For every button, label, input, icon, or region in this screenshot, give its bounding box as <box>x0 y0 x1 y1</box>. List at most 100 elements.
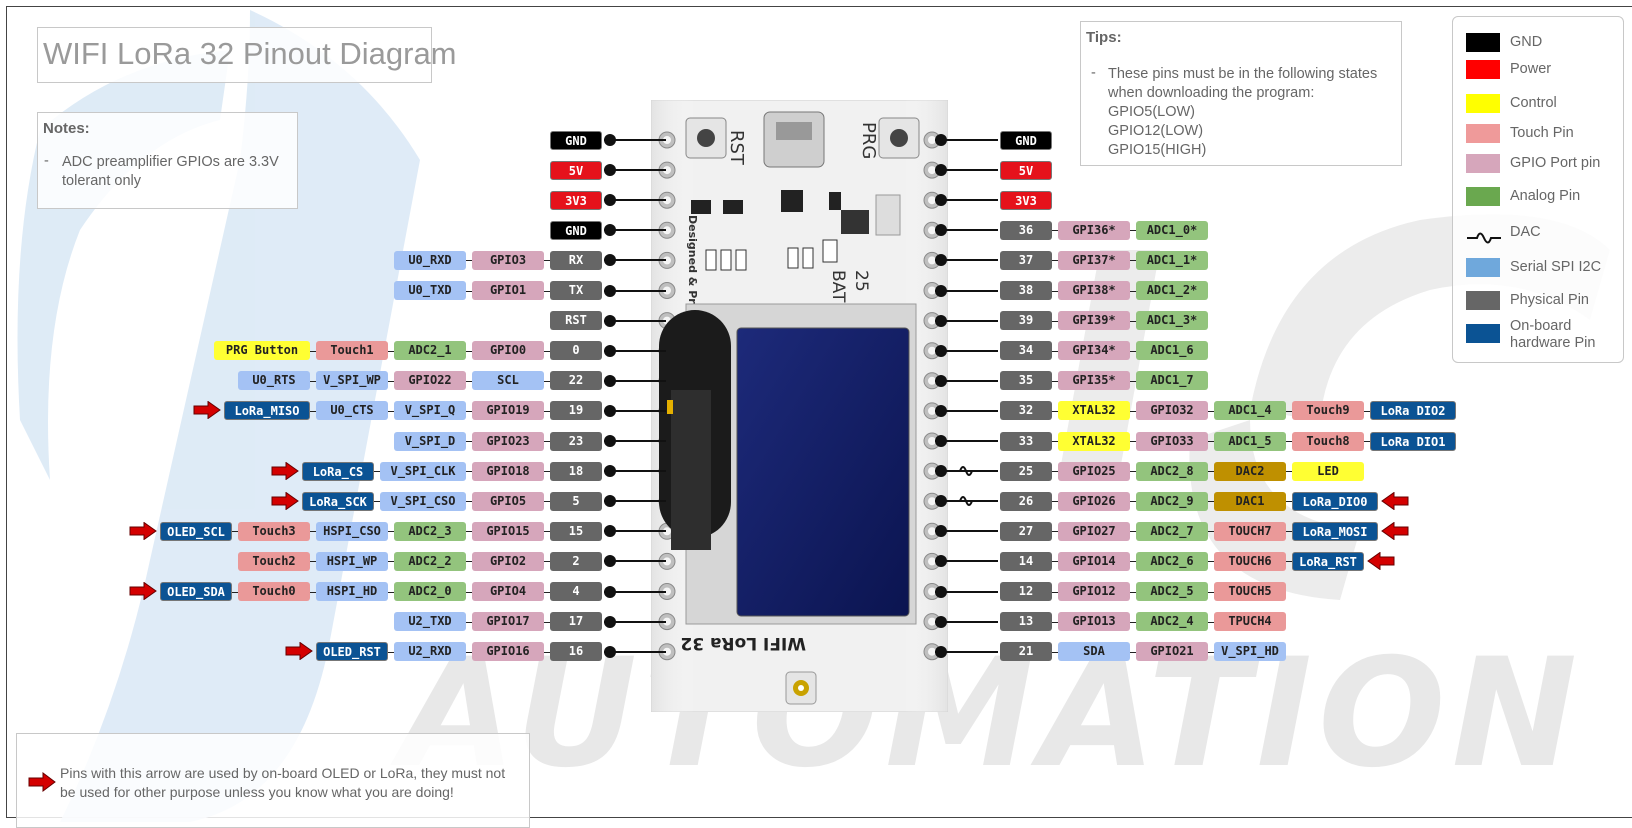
pin-label-adc1-2: ADC1_2* <box>1136 281 1208 300</box>
onboard-warning-arrow-icon <box>1381 522 1409 540</box>
left-pin-connector <box>466 441 472 442</box>
left-pin-dot <box>604 525 616 538</box>
right-pin-dot <box>935 495 947 508</box>
oled-screen <box>736 327 910 617</box>
pin-label-26: 26 <box>1000 492 1052 511</box>
tips-item: These pins must be in the following stat… <box>1108 66 1378 101</box>
pin-label-27: 27 <box>1000 522 1052 541</box>
pin-label-14: 14 <box>1000 552 1052 571</box>
right-pin-connector <box>1208 561 1214 563</box>
pin-label-xtal32: XTAL32 <box>1058 432 1130 451</box>
pin-label-hspi-wp: HSPI_WP <box>316 552 388 571</box>
pin-label-16: 16 <box>550 642 602 661</box>
left-pin-dot <box>604 314 616 327</box>
onboard-warning-arrow-icon <box>1367 552 1395 570</box>
left-pin-lead <box>604 409 666 412</box>
diagram-frame <box>6 6 1632 818</box>
pin-label-v-spi-wp: V_SPI_WP <box>316 371 388 390</box>
tips-state-3: GPIO15(HIGH) <box>1108 142 1207 158</box>
pin-label-18: 18 <box>550 462 602 481</box>
right-pin-connector <box>1208 591 1214 593</box>
left-pin-dot <box>604 164 616 177</box>
left-pin-dot <box>604 404 616 417</box>
pin-label-hspi-hd: HSPI_HD <box>316 582 388 601</box>
pin-label-gpio1: GPIO1 <box>472 281 544 300</box>
pin-label-gpio15: GPIO15 <box>472 522 544 541</box>
right-pin-connector <box>1052 380 1058 382</box>
warning-box: Pins with this arrow are used by on-boar… <box>16 733 530 828</box>
left-pin-connector <box>544 651 550 653</box>
pin-label-u0-txd: U0_TXD <box>394 281 466 300</box>
pin-label-15: 15 <box>550 522 602 541</box>
pin-label-touch2: Touch2 <box>238 552 310 571</box>
pin-label-v-spi-hd: V_SPI_HD <box>1214 642 1286 661</box>
pin-label-lora-dio1: LoRa DIO1 <box>1370 432 1456 451</box>
right-pin-connector <box>1052 651 1058 653</box>
left-pin-connector <box>388 651 394 653</box>
pin-label-tx: TX <box>550 281 602 300</box>
legend-label-control: Control <box>1510 95 1557 111</box>
pin-label-gpio27: GPIO27 <box>1058 522 1130 541</box>
right-pin-lead <box>935 409 998 412</box>
onboard-warning-arrow-icon <box>271 492 299 510</box>
right-pin-lead <box>935 379 998 382</box>
left-pin-lead <box>604 229 666 232</box>
notes-bullet: - <box>44 153 49 169</box>
pin-label-touch1: Touch1 <box>316 341 388 360</box>
left-pin-connector <box>374 501 380 503</box>
right-pin-lead <box>935 319 998 322</box>
right-pin-connector <box>1052 531 1058 533</box>
legend-label-serial-spi-i2c: Serial SPI I2C <box>1510 259 1602 275</box>
pin-label-19: 19 <box>550 401 602 420</box>
left-pin-connector <box>466 260 472 262</box>
right-pin-dot <box>935 254 947 267</box>
left-pin-lead <box>604 289 666 292</box>
right-pin-lead <box>935 440 998 442</box>
left-pin-connector <box>466 561 472 563</box>
pin-label-17: 17 <box>550 612 602 631</box>
right-pin-lead <box>935 560 998 563</box>
left-pin-connector <box>310 591 316 593</box>
legend-swatch-gpio-port-pin <box>1466 154 1500 173</box>
pin-label-0: 0 <box>550 341 602 360</box>
pin-label-21: 21 <box>1000 642 1052 661</box>
pin-label-gpi39: GPI39* <box>1058 311 1130 330</box>
pin-label-33: 33 <box>1000 432 1052 451</box>
left-pin-dot <box>604 495 616 508</box>
left-pin-lead <box>604 379 666 382</box>
pin-label-5v: 5V <box>550 161 602 180</box>
right-pin-connector <box>1208 410 1214 412</box>
pin-label-v-spi-q: V_SPI_Q <box>394 401 466 420</box>
left-pin-connector <box>232 531 238 533</box>
left-pin-connector <box>310 380 316 382</box>
left-pin-dot <box>604 134 616 146</box>
pin-label-adc1-4: ADC1_4 <box>1214 401 1286 420</box>
left-pin-dot <box>604 555 616 568</box>
right-pin-connector <box>1364 441 1370 442</box>
pin-label-23: 23 <box>550 432 602 451</box>
left-pin-connector <box>544 471 550 473</box>
pin-label-touch6: TOUCH6 <box>1214 552 1286 571</box>
left-pin-lead <box>604 560 666 563</box>
board-image: RST PRG Designed & Produced by 25 BAT WI… <box>651 100 948 712</box>
left-pin-connector <box>388 561 394 563</box>
warning-arrow-icon <box>28 772 56 792</box>
right-pin-connector <box>1130 320 1136 322</box>
left-pin-connector <box>544 380 550 382</box>
left-pin-connector <box>544 531 550 533</box>
pin-label-lora-rst: LoRa_RST <box>1292 552 1364 571</box>
right-pin-connector <box>1208 651 1214 653</box>
right-pin-connector <box>1052 230 1058 232</box>
pin-label-adc1-1: ADC1_1* <box>1136 251 1208 270</box>
tips-state-1: GPIO5(LOW) <box>1108 104 1196 120</box>
left-pin-dot <box>604 615 616 628</box>
left-pin-connector <box>466 380 472 382</box>
silk-25: 25 <box>851 270 871 292</box>
left-pin-lead <box>604 500 666 503</box>
pin-label-oled-rst: OLED_RST <box>316 642 388 661</box>
onboard-warning-arrow-icon <box>129 582 157 600</box>
legend-label-dac: DAC <box>1510 224 1541 240</box>
left-pin-connector <box>466 651 472 653</box>
pin-label-rx: RX <box>550 251 602 270</box>
right-pin-lead <box>935 229 998 232</box>
